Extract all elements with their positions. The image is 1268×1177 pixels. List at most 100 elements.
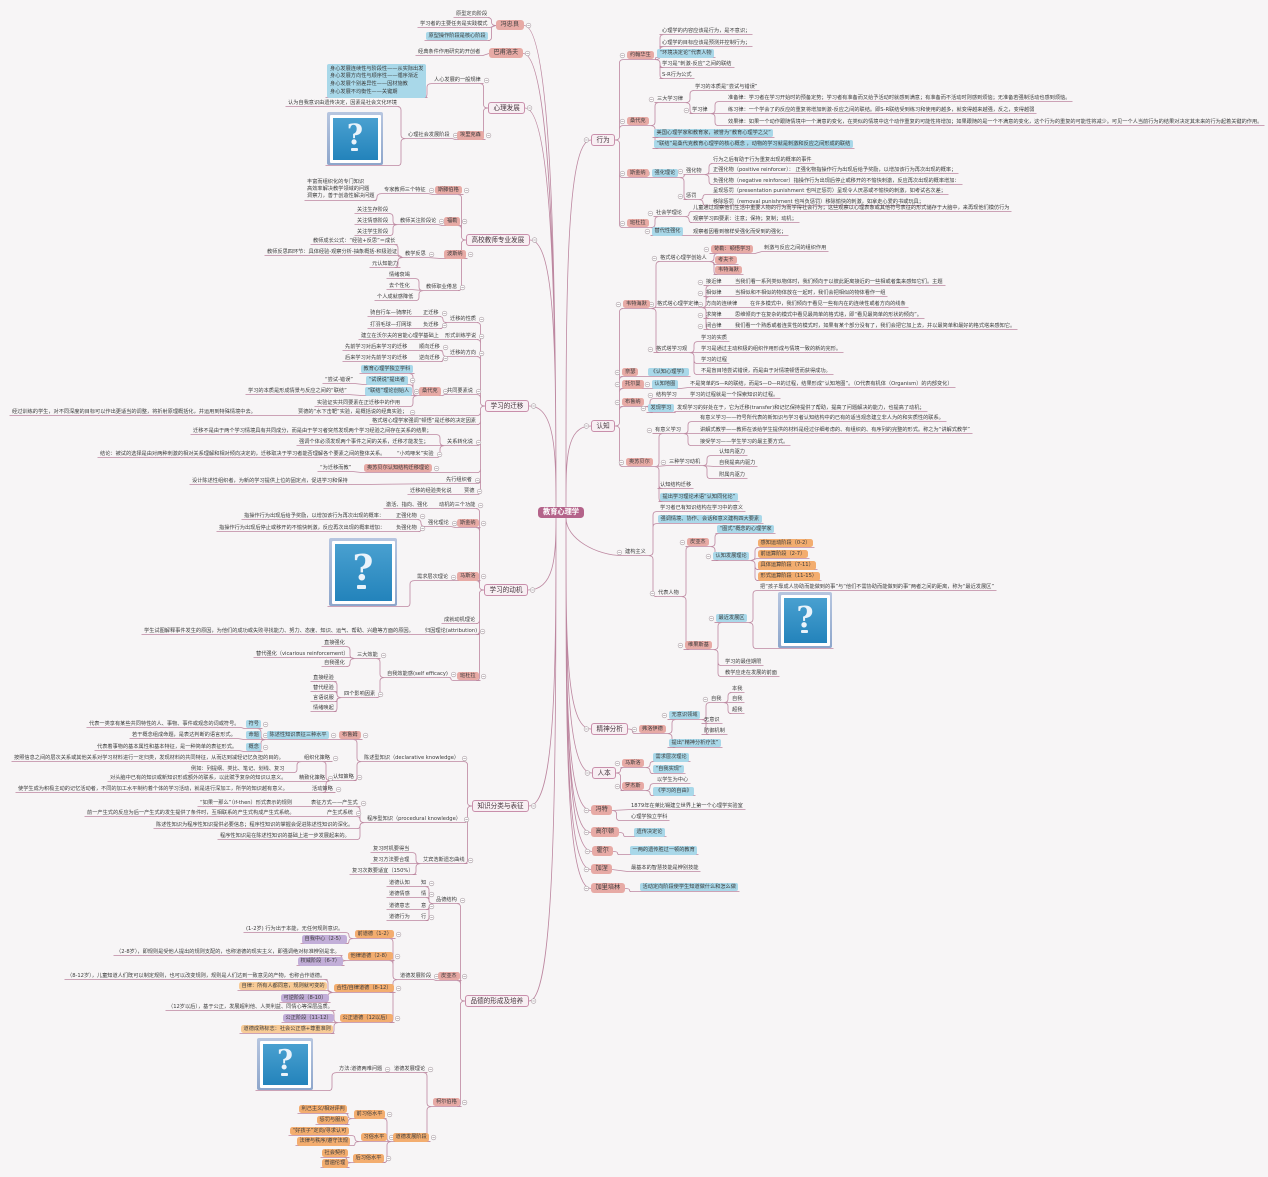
collapse-icon[interactable] bbox=[697, 279, 703, 286]
highlight-node[interactable]: 教育心理学独立学科 bbox=[361, 364, 413, 374]
text-node[interactable]: 顺向迁移 bbox=[419, 344, 440, 350]
text-node[interactable]: 心理社会发展阶段 bbox=[408, 132, 450, 138]
text-node[interactable]: S-R行为公式 bbox=[662, 71, 692, 78]
text-node[interactable]: 呈现惩罚（presentation punishment 也叫正惩罚）呈现令人厌… bbox=[713, 188, 946, 194]
collapse-icon[interactable] bbox=[479, 316, 485, 323]
collapse-icon[interactable] bbox=[644, 228, 650, 235]
text-node[interactable]: 格式塔心理学家强调“顿悟”是迁移的决定因素 bbox=[372, 417, 476, 424]
highlight-node[interactable]: 概念 bbox=[246, 742, 262, 752]
collapse-icon[interactable] bbox=[396, 931, 402, 938]
substage-node[interactable]: 权威阶段（6-7） bbox=[298, 957, 343, 966]
collapse-icon[interactable] bbox=[429, 891, 435, 898]
text-node[interactable]: 相似律 bbox=[706, 289, 722, 296]
branch-topic[interactable]: 学习的迁移 bbox=[485, 400, 529, 413]
text-node[interactable]: 格式塔心理学定律 bbox=[657, 300, 699, 307]
stage-node[interactable]: 后习俗水平 bbox=[353, 1154, 384, 1163]
highlight-node[interactable]: 命题 bbox=[246, 730, 262, 740]
collapse-icon[interactable] bbox=[531, 803, 537, 809]
text-node[interactable]: 我们看一个熟悉或者连贯性的模式时，如果有某个部分没有了，我们会把它加上去，并以最… bbox=[735, 322, 1016, 329]
text-node[interactable]: 三大效能 bbox=[357, 651, 378, 658]
text-node[interactable]: 情绪唤起 bbox=[313, 705, 334, 711]
highlight-node[interactable]: 强调情境、协作、会话和意义建构四大要素 bbox=[658, 514, 762, 524]
collapse-icon[interactable] bbox=[443, 344, 449, 351]
text-node[interactable]: 儿童通过观察他们生活中重要人物的行为而学得社会行为；这些观察以心理表象或其他符号… bbox=[693, 204, 1010, 211]
collapse-icon[interactable] bbox=[583, 866, 589, 873]
text-node[interactable]: 替代强化（vicarious reinforcement） bbox=[256, 650, 349, 657]
text-node[interactable]: 教师成长公式：“经验+反思”＝成长 bbox=[313, 237, 396, 244]
person-node[interactable]: 福勒 bbox=[444, 217, 461, 226]
collapse-icon[interactable] bbox=[631, 726, 637, 733]
text-node[interactable]: 学习的最佳期限 bbox=[725, 658, 762, 665]
text-node[interactable]: 迁移不是由于两个学习情境具有共同成分，而是由于学习者突然发现两个学习经验之间存在… bbox=[193, 428, 432, 434]
text-node[interactable]: 观察学习四要素：注意；保持；复制；动机； bbox=[693, 215, 797, 222]
text-node[interactable]: 对头脑中已有的知识或新知识形成额外的联系，以此赋予复杂的知识以意义。 bbox=[110, 775, 287, 781]
branch-topic[interactable]: 学习的动机 bbox=[484, 584, 528, 597]
collapse-icon[interactable] bbox=[363, 732, 369, 739]
collapse-icon[interactable] bbox=[583, 829, 589, 836]
collapse-icon[interactable] bbox=[647, 392, 653, 399]
text-node[interactable]: 陈述型知识（declarative knowledge） bbox=[364, 754, 460, 761]
text-node[interactable]: 附属内驱力 bbox=[719, 471, 745, 478]
text-node[interactable]: 心理学的目标应该是预测并控制行为； bbox=[662, 39, 751, 46]
text-node[interactable]: 行为之后有助于行为重复出现的概率的事件 bbox=[713, 156, 812, 163]
person-node[interactable]: 桑代克 bbox=[627, 116, 649, 126]
person-node[interactable]: 波斯纳 bbox=[444, 250, 466, 259]
text-node[interactable]: 关注情感阶段 bbox=[357, 218, 389, 224]
stage-node[interactable]: 普遍伦理 bbox=[322, 1159, 348, 1168]
collapse-icon[interactable] bbox=[614, 399, 620, 406]
collapse-icon[interactable] bbox=[614, 381, 620, 388]
text-node[interactable]: 超我 bbox=[732, 706, 743, 713]
highlight-node[interactable]: 最近发展区 bbox=[716, 613, 747, 623]
highlight-node[interactable]: 符号 bbox=[246, 719, 262, 729]
text-node[interactable]: 专家教师三个特征 bbox=[384, 186, 426, 193]
collapse-icon[interactable] bbox=[619, 52, 625, 59]
text-node[interactable]: 打羽毛球—打网球 bbox=[370, 321, 412, 328]
collapse-icon[interactable] bbox=[464, 187, 470, 194]
text-node[interactable]: 自我 bbox=[732, 695, 743, 702]
branch-topic[interactable]: 行为 bbox=[591, 134, 616, 147]
person-node[interactable]: 马斯洛 bbox=[622, 758, 644, 768]
text-node[interactable]: 建立在沃尔夫的官能心理学基础上 bbox=[361, 332, 439, 339]
stage-node[interactable]: 法律与秩序/遵守法规 bbox=[297, 1137, 351, 1146]
stage-node[interactable]: 公正道德（12以后） bbox=[340, 1013, 394, 1023]
collapse-icon[interactable] bbox=[530, 587, 536, 593]
collapse-icon[interactable] bbox=[708, 615, 714, 622]
text-node[interactable]: 意 bbox=[421, 902, 427, 909]
collapse-icon[interactable] bbox=[395, 953, 401, 960]
collapse-icon[interactable] bbox=[468, 251, 474, 258]
stage-node[interactable]: 惩罚与服从 bbox=[317, 1115, 348, 1125]
person-node[interactable]: 柯尔伯格 bbox=[433, 1097, 460, 1107]
person-topic[interactable]: 冯特 bbox=[591, 804, 613, 816]
note-node[interactable]: 道德成熟标志：社会公正感+尊重准则 bbox=[241, 1024, 334, 1034]
text-node[interactable]: 情 bbox=[421, 891, 427, 897]
branch-topic[interactable]: 心理发展 bbox=[488, 102, 526, 115]
text-node[interactable]: 艾宾浩斯遗忘曲线 bbox=[423, 856, 465, 863]
person-node[interactable]: 苛勒：顿悟学习 bbox=[711, 244, 754, 254]
collapse-icon[interactable] bbox=[614, 783, 620, 790]
collapse-icon[interactable] bbox=[477, 488, 483, 495]
collapse-icon[interactable] bbox=[478, 502, 484, 509]
text-node[interactable]: 1879年在莱比锡建立世界上第一个心理学实验室 bbox=[631, 803, 743, 809]
collapse-icon[interactable] bbox=[476, 439, 482, 446]
text-node[interactable]: “如果一那么”（if-then）形式表示的规则 bbox=[200, 799, 293, 806]
person-topic[interactable]: 加涅 bbox=[591, 863, 613, 875]
text-node[interactable]: 负迁移 bbox=[423, 321, 439, 328]
collapse-icon[interactable] bbox=[434, 465, 440, 472]
highlight-node[interactable]: 强化理论 bbox=[652, 168, 678, 178]
text-node[interactable]: 道德情感 bbox=[389, 891, 410, 897]
text-node[interactable]: 结构学习 bbox=[656, 392, 677, 398]
text-node[interactable]: 骑自行车—骑摩托 bbox=[370, 309, 412, 316]
collapse-icon[interactable] bbox=[614, 760, 620, 767]
text-node[interactable]: 精致化策略 bbox=[299, 775, 325, 781]
text-node[interactable]: (1-2岁) 行为出于本能，无任何规则意识。 bbox=[246, 925, 344, 932]
person-node[interactable]: 布鲁纳 bbox=[622, 397, 644, 407]
text-node[interactable]: 练习律：一个学会了的反应的重复将增加刺激-反应之间的联结。即S-R联结受到练习和… bbox=[728, 106, 1035, 113]
person-node[interactable]: 维果斯基 bbox=[685, 640, 712, 650]
collapse-icon[interactable] bbox=[442, 322, 448, 329]
collapse-icon[interactable] bbox=[428, 1066, 434, 1073]
text-node[interactable]: 共同要素说 bbox=[447, 388, 473, 394]
text-node[interactable]: 正强化物 bbox=[396, 513, 417, 519]
highlight-node[interactable]: “环境决定论”代表人物 bbox=[657, 49, 715, 58]
text-node[interactable]: 三种学习动机 bbox=[669, 458, 701, 465]
text-node[interactable]: 建构主义 bbox=[625, 548, 646, 555]
